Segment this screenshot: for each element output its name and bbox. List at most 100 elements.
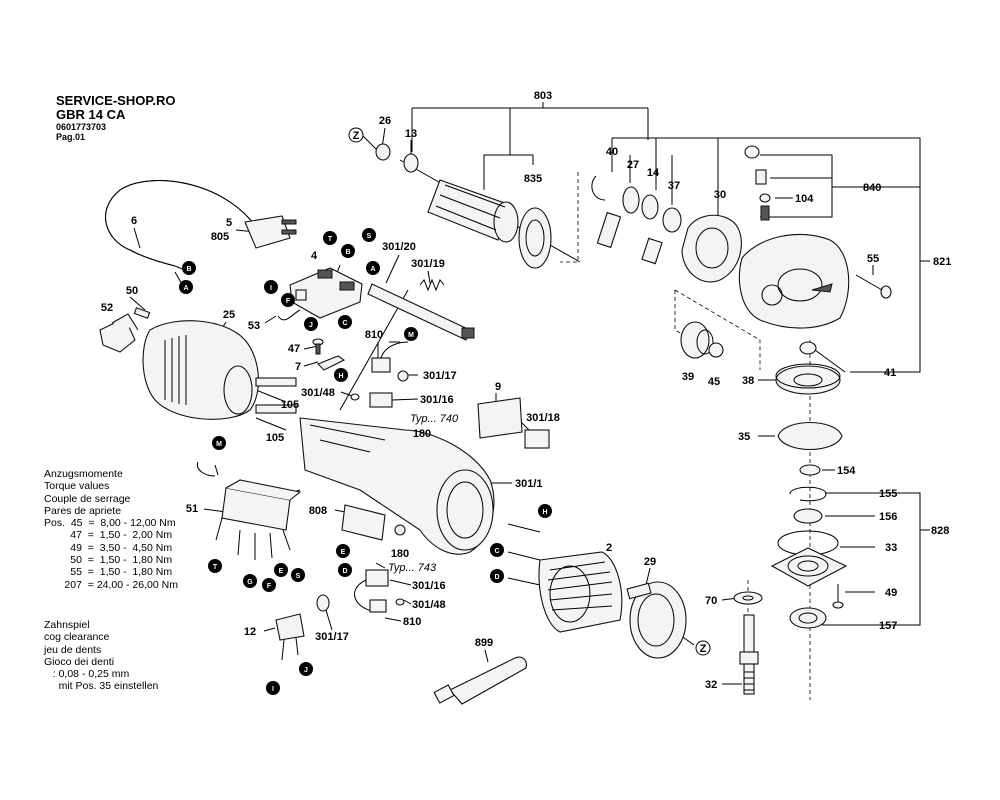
svg-text:C: C	[342, 320, 347, 327]
svg-text:C: C	[494, 548, 499, 555]
marker-z-bottom: Z	[695, 640, 711, 656]
label-typ-740: Typ... 740	[410, 413, 459, 425]
marker-B-top: B	[182, 261, 196, 275]
svg-text:H: H	[542, 509, 547, 516]
switch-assembly	[289, 267, 363, 319]
bearing-154	[799, 464, 821, 476]
shop-name: SERVICE-SHOP.RO	[56, 93, 176, 108]
label-4: 4	[311, 250, 318, 262]
label-821: 821	[933, 256, 951, 268]
lock-button	[744, 145, 760, 159]
torque-values-note: Anzugsmomente Torque values Couple de se…	[44, 468, 178, 591]
svg-text:B: B	[186, 266, 191, 273]
label-301-17b: 301/17	[315, 631, 349, 643]
needle-bearing	[641, 237, 663, 265]
label-typ-743: Typ... 743	[388, 562, 437, 574]
armature	[399, 159, 581, 269]
label-52: 52	[101, 302, 113, 314]
label-301-16a: 301/16	[420, 394, 454, 406]
ring-40	[591, 175, 606, 201]
label-39: 39	[682, 371, 694, 383]
bearing-41	[799, 341, 817, 355]
label-835: 835	[524, 173, 542, 185]
svg-text:S: S	[296, 573, 301, 580]
marker-J-top: J	[304, 317, 318, 331]
sleeve	[596, 211, 622, 249]
svg-text:Z: Z	[700, 643, 707, 655]
part-labels: 803 26 13 835 40 27 14 37 30 840 104 55 …	[101, 90, 951, 691]
marker-I-top: I	[264, 280, 278, 294]
connector-markers: Z Z B A T S B A I F J C M H M T G F E S …	[179, 127, 711, 695]
label-32: 32	[705, 679, 717, 691]
label-301-17a: 301/17	[423, 370, 457, 382]
lock-pin	[760, 205, 770, 221]
label-840: 840	[863, 182, 881, 194]
bearing-flange-828	[770, 547, 848, 587]
label-805: 805	[211, 231, 229, 243]
main-housing	[299, 417, 495, 555]
label-808: 808	[309, 505, 327, 517]
marker-S-bottom: S	[291, 568, 305, 582]
label-55: 55	[867, 253, 879, 265]
ring-gear-38	[775, 363, 841, 395]
svg-text:A: A	[183, 285, 188, 292]
label-810b: 810	[403, 616, 421, 628]
label-38: 38	[742, 375, 754, 387]
svg-text:E: E	[279, 568, 284, 575]
stator	[538, 551, 623, 633]
grease-tube-899	[433, 656, 527, 705]
label-104: 104	[795, 193, 814, 205]
svg-text:I: I	[272, 686, 274, 693]
page-number: Pag.01	[56, 132, 86, 142]
label-53: 53	[248, 320, 260, 332]
fan-nut-26	[375, 143, 391, 161]
marker-F-top: F	[281, 293, 295, 307]
part-number: 0601773703	[56, 122, 107, 132]
cable-clamp	[99, 307, 151, 353]
screw-49	[832, 584, 844, 609]
label-13: 13	[405, 128, 417, 140]
marker-E-mid: E	[336, 544, 350, 558]
label-49: 49	[885, 587, 897, 599]
label-25: 25	[223, 309, 235, 321]
svg-text:T: T	[213, 564, 218, 571]
svg-text:B: B	[345, 249, 350, 256]
svg-text:J: J	[309, 322, 313, 329]
marker-H-right: H	[538, 504, 552, 518]
label-301-16b: 301/16	[412, 580, 446, 592]
label-9: 9	[495, 381, 501, 393]
label-301-48a: 301/48	[301, 387, 335, 399]
label-301-18: 301/18	[526, 412, 560, 424]
svg-text:M: M	[408, 332, 414, 339]
label-51: 51	[186, 503, 198, 515]
label-180b: 180	[391, 548, 409, 560]
marker-G-bottom: G	[243, 574, 257, 588]
bearing-27	[622, 186, 640, 214]
label-828: 828	[931, 525, 949, 537]
bearing-flange-30	[681, 214, 742, 283]
screw-47	[312, 338, 324, 355]
svg-text:D: D	[342, 568, 347, 575]
svg-text:M: M	[216, 441, 222, 448]
label-45: 45	[708, 376, 720, 388]
svg-text:S: S	[367, 233, 372, 240]
marker-H-top: H	[334, 368, 348, 382]
label-301-48b: 301/48	[412, 599, 446, 611]
marker-F-bottom: F	[262, 578, 276, 592]
label-26: 26	[379, 115, 391, 127]
power-cable	[105, 180, 297, 287]
brush-301-16-upper	[369, 392, 393, 408]
label-27: 27	[627, 159, 639, 171]
svg-text:F: F	[267, 583, 272, 590]
air-guide-29	[626, 581, 687, 659]
part-12	[275, 613, 305, 661]
marker-M-left: M	[212, 436, 226, 450]
marker-S-top: S	[362, 228, 376, 242]
clip-7	[317, 355, 346, 371]
spring	[419, 278, 445, 292]
screw-55	[855, 274, 892, 299]
bearing-157	[789, 607, 827, 629]
label-14: 14	[647, 167, 660, 179]
model-name: GBR 14 CA	[56, 107, 126, 122]
svg-text:I: I	[270, 285, 272, 292]
